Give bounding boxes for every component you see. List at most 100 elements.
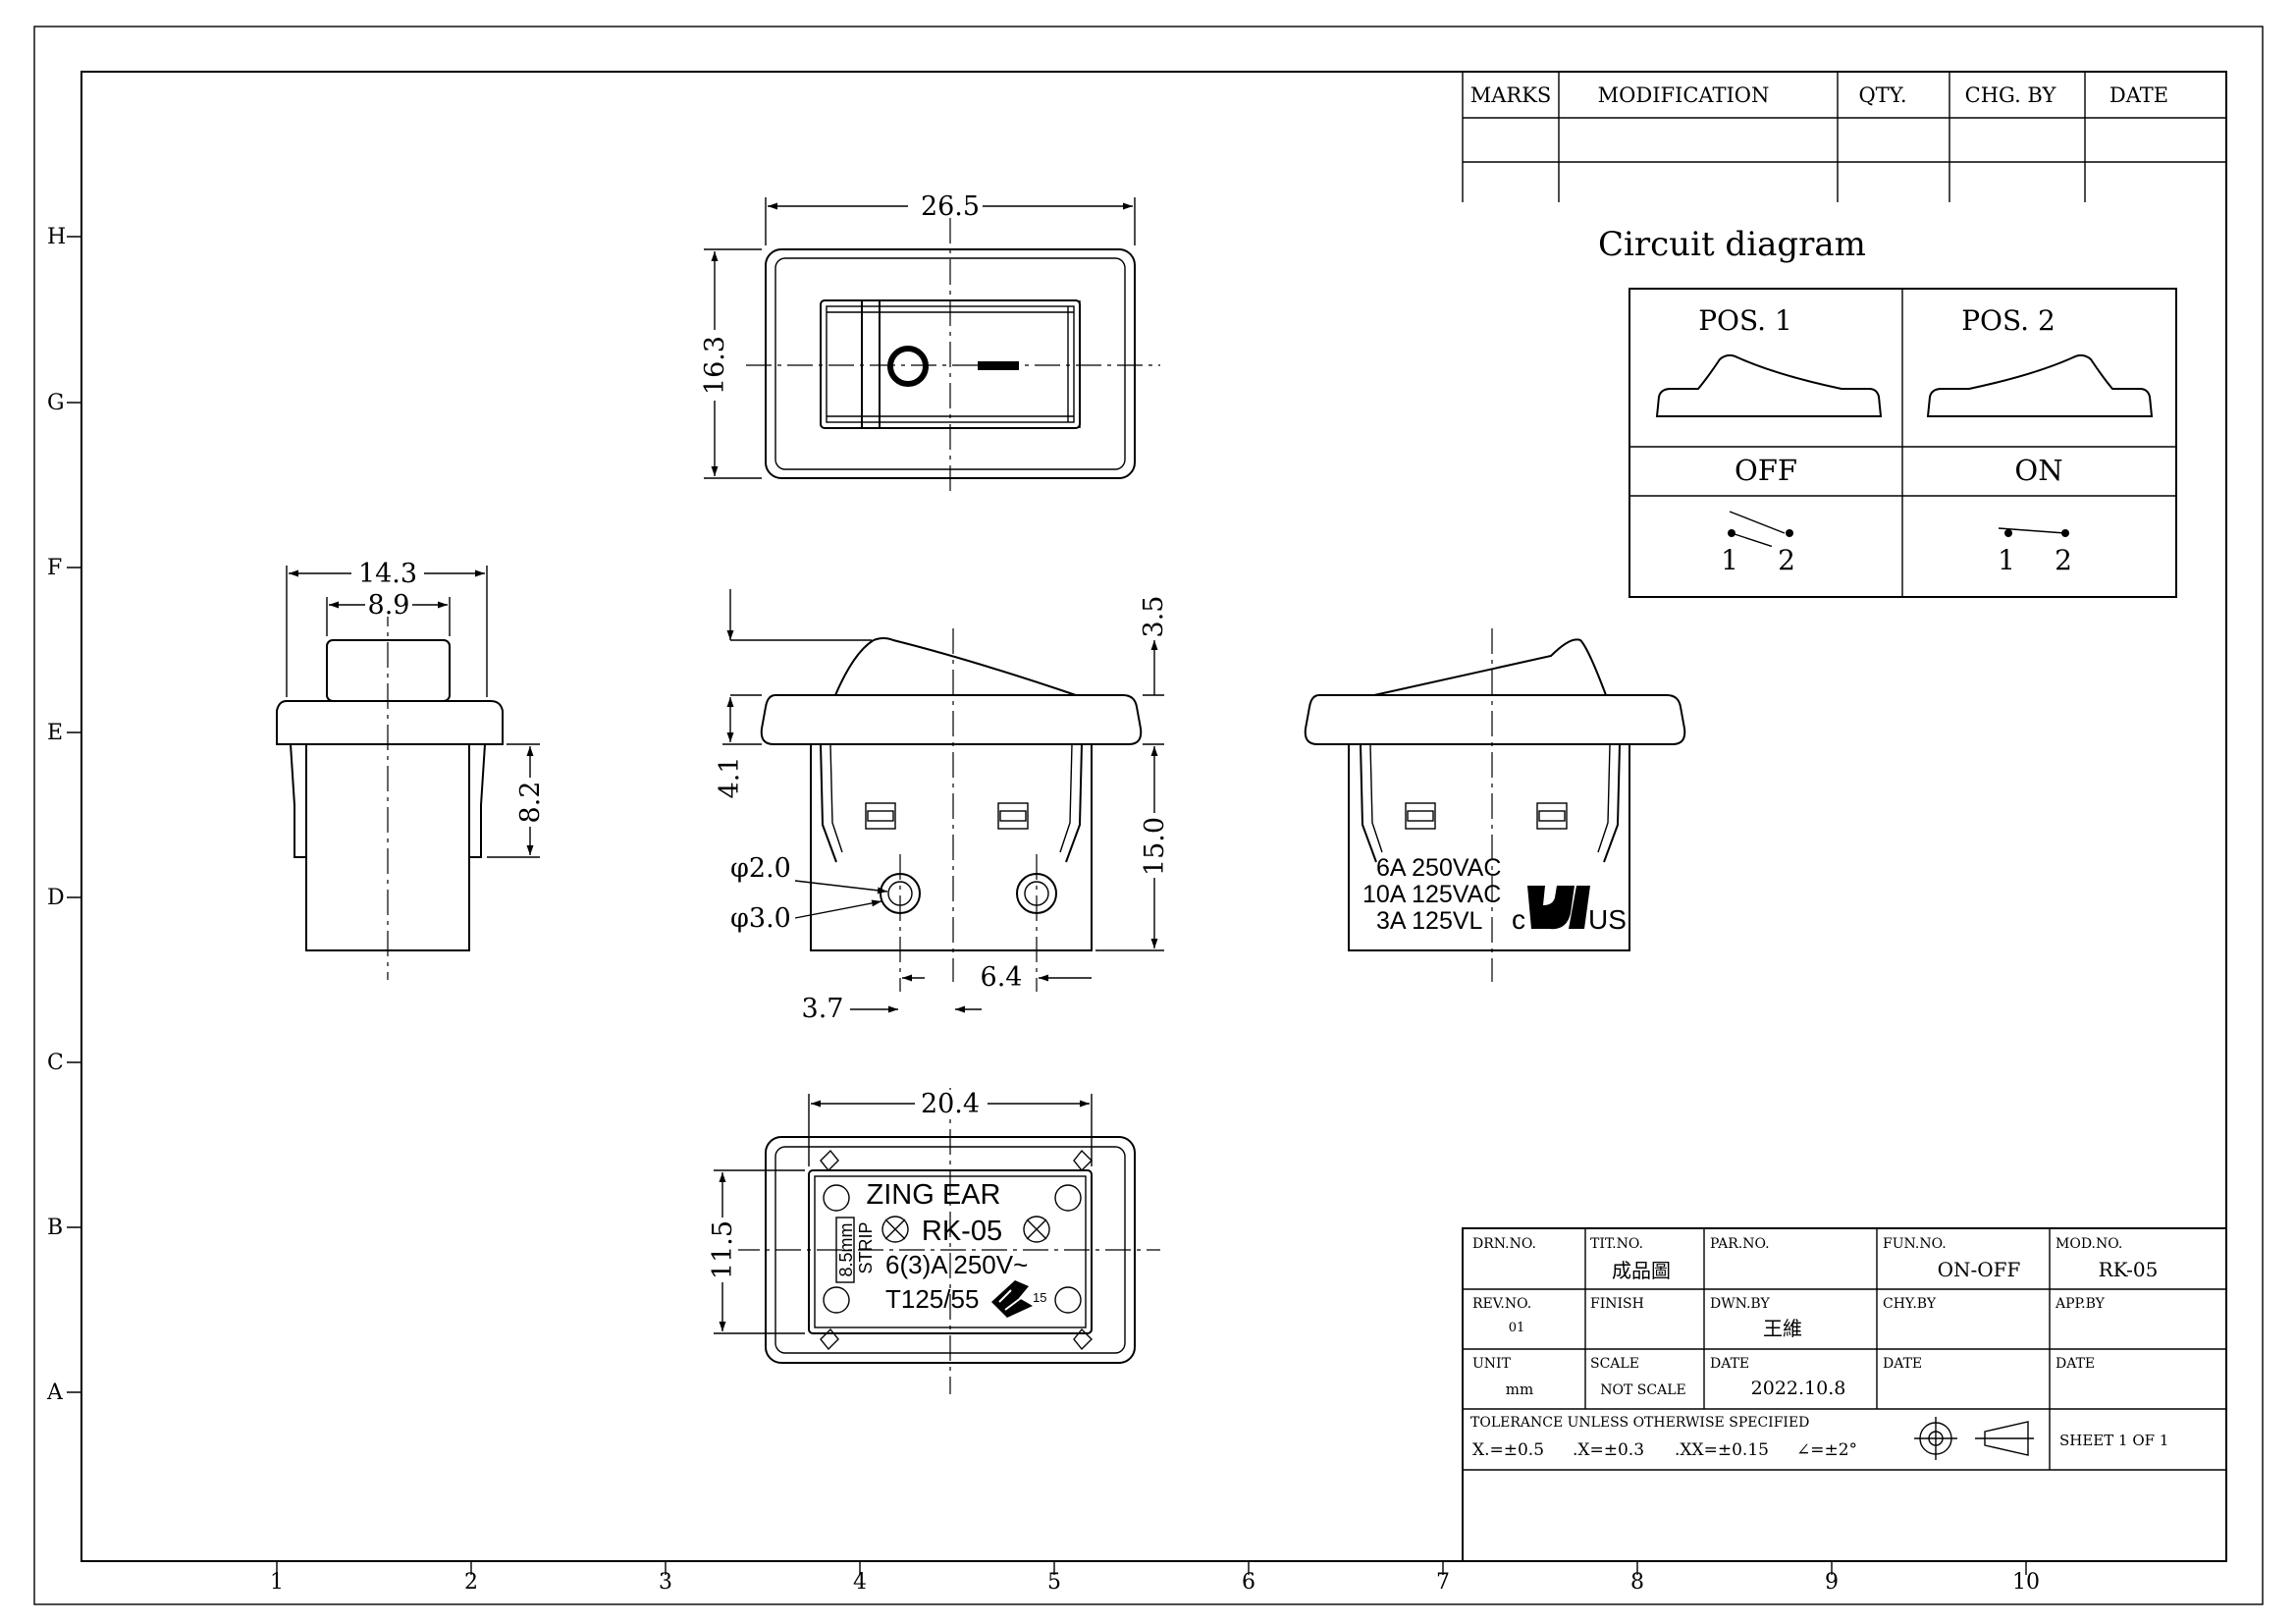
label-rating: 6(3)A 250V~ — [885, 1250, 1028, 1279]
column-label: 8 — [1630, 1570, 1644, 1595]
tb-tol-xx: .XX=±0.15 — [1675, 1440, 1769, 1460]
ul-recognized-icon: c US — [1512, 886, 1627, 935]
terminal-1-label: 1 — [1721, 544, 1738, 576]
row-label: D — [47, 886, 65, 910]
terminal-2-label: 2 — [1778, 544, 1795, 576]
circuit-diagram-title: Circuit diagram — [1598, 225, 1866, 264]
tb-par-no-label: PAR.NO. — [1710, 1236, 1770, 1252]
dim-bottom-height: 11.5 — [708, 1220, 738, 1279]
tb-drn-no-label: DRN.NO. — [1472, 1236, 1536, 1252]
tb-date-value: 2022.10.8 — [1751, 1378, 1846, 1399]
tb-date-label: DATE — [1710, 1356, 1749, 1372]
terminal-screw-icon — [881, 1216, 909, 1243]
tb-fun-no-value: ON-OFF — [1938, 1258, 2021, 1281]
tb-tol-angle: ∠=±2° — [1796, 1440, 1857, 1460]
circuit-diagram: Circuit diagram POS. 1 POS. 2 OFF ON 1 2… — [1598, 225, 2177, 598]
dim-hole-small: φ2.0 — [730, 853, 791, 884]
label-temp: T125/55 — [885, 1284, 979, 1314]
dim-front-upper: 4.1 — [715, 757, 745, 799]
dim-top-width: 26.5 — [921, 191, 980, 222]
switch-closed-symbol — [1998, 527, 2069, 537]
rear-view: 6A 250VAC 10A 125VAC 3A 125VL c US — [1304, 628, 1686, 982]
dim-bottom-width: 20.4 — [921, 1089, 980, 1119]
tb-mod-no-label: MOD.NO. — [2056, 1236, 2122, 1252]
column-label: 6 — [1242, 1570, 1255, 1595]
dim-side-width-outer: 14.3 — [358, 559, 417, 589]
cert-us-label: US — [1588, 904, 1627, 935]
dim-hole-large: φ3.0 — [730, 903, 791, 934]
tb-unit-value: mm — [1506, 1380, 1533, 1398]
rating-line-1: 6A 250VAC — [1376, 854, 1501, 882]
row-label: H — [47, 225, 66, 249]
top-view: 26.5 16.3 — [700, 191, 1160, 491]
terminal-screw-icon — [1023, 1216, 1050, 1243]
dim-side-width-inner: 8.9 — [368, 590, 410, 621]
revision-table: MARKS MODIFICATION QTY. CHG. BY DATE — [1462, 72, 2226, 202]
rocker-pos1-shape — [1655, 353, 1883, 417]
rating-line-2: 10A 125VAC — [1362, 881, 1501, 908]
tb-sheet: SHEET 1 OF 1 — [2059, 1432, 2168, 1449]
row-label: F — [47, 556, 62, 580]
side-view: 14.3 8.9 8.2 — [276, 559, 546, 980]
column-label: 3 — [659, 1570, 672, 1595]
bottom-view: ZING EAR RK-05 6(3)A 250V~ T125/55 8.5mm… — [708, 1088, 1160, 1394]
front-view: 3.5 4.1 15.0 φ2.0 φ3.0 6.4 3.7 — [715, 589, 1170, 1024]
label-model: RK-05 — [922, 1216, 1002, 1247]
dim-side-height: 8.2 — [515, 782, 546, 824]
row-label: G — [47, 391, 65, 415]
strip-label: STRIP — [856, 1221, 876, 1273]
rocker-pos2-shape — [1926, 353, 2154, 417]
column-label: 2 — [464, 1570, 478, 1595]
revision-header-modification: MODIFICATION — [1598, 83, 1770, 107]
tb-tit-no-label: TIT.NO. — [1590, 1236, 1643, 1252]
terminal-1-label: 1 — [1998, 544, 2015, 576]
enec-mark-icon: 15 — [991, 1280, 1046, 1318]
tb-tol-x1: .X=±0.3 — [1573, 1440, 1644, 1460]
tb-scale-value: NOT SCALE — [1600, 1382, 1685, 1398]
revision-header-chg-by: CHG. BY — [1965, 83, 2057, 107]
tb-tit-no-value: 成品圖 — [1612, 1259, 1671, 1282]
dim-front-top: 3.5 — [1139, 596, 1169, 638]
tb-chy-by-label: CHY.BY — [1883, 1296, 1937, 1312]
row-label: C — [47, 1051, 64, 1075]
row-label: A — [46, 1380, 64, 1405]
drawing-frame: H G F E D C B A 1 2 3 4 5 6 7 8 9 10 — [33, 26, 2264, 1605]
row-zone-labels: H G F E D C B A — [46, 225, 81, 1405]
tb-scale-label: SCALE — [1590, 1356, 1639, 1372]
column-label: 7 — [1436, 1570, 1450, 1595]
column-label: 9 — [1825, 1570, 1839, 1595]
strip-length-label: 8.5mm — [836, 1222, 856, 1276]
tb-app-by-label: APP.BY — [2055, 1296, 2106, 1312]
dim-pin-offset: 3.7 — [802, 994, 844, 1024]
revision-header-date: DATE — [2109, 83, 2168, 107]
dim-top-height: 16.3 — [700, 336, 730, 395]
tb-unit-label: UNIT — [1472, 1356, 1512, 1372]
projection-symbol-icon — [1914, 1417, 2034, 1460]
dim-front-height: 15.0 — [1140, 817, 1170, 876]
switch-open-symbol — [1728, 511, 1793, 548]
rating-line-3: 3A 125VL — [1376, 907, 1483, 935]
tb-tol-x: X.=±0.5 — [1472, 1440, 1544, 1460]
tb-date2-label: DATE — [1883, 1356, 1922, 1372]
tb-fun-no-label: FUN.NO. — [1883, 1236, 1947, 1252]
tb-finish-label: FINISH — [1590, 1296, 1644, 1312]
row-label: B — [47, 1216, 63, 1240]
label-brand: ZING EAR — [867, 1179, 1001, 1211]
column-zone-labels: 1 2 3 4 5 6 7 8 9 10 — [270, 1561, 2040, 1595]
pos1-label: POS. 1 — [1698, 304, 1792, 337]
tb-mod-no-value: RK-05 — [2099, 1258, 2159, 1281]
cert-c-label: c — [1512, 904, 1525, 935]
tb-tolerance-title: TOLERANCE UNLESS OTHERWISE SPECIFIED — [1470, 1415, 1809, 1431]
tb-dwn-by-value: 王維 — [1763, 1317, 1802, 1340]
tb-dwn-by-label: DWN.BY — [1710, 1296, 1770, 1312]
tb-rev-no-label: REV.NO. — [1472, 1296, 1531, 1312]
column-label: 4 — [853, 1570, 867, 1595]
title-block: DRN.NO. TIT.NO. 成品圖 PAR.NO. FUN.NO. ON-O… — [1462, 1227, 2227, 1562]
tb-date3-label: DATE — [2056, 1356, 2095, 1372]
revision-header-marks: MARKS — [1470, 83, 1552, 107]
off-symbol-icon — [887, 346, 929, 387]
off-label: OFF — [1735, 454, 1797, 487]
enec-number: 15 — [1033, 1290, 1046, 1305]
column-label: 5 — [1047, 1570, 1061, 1595]
